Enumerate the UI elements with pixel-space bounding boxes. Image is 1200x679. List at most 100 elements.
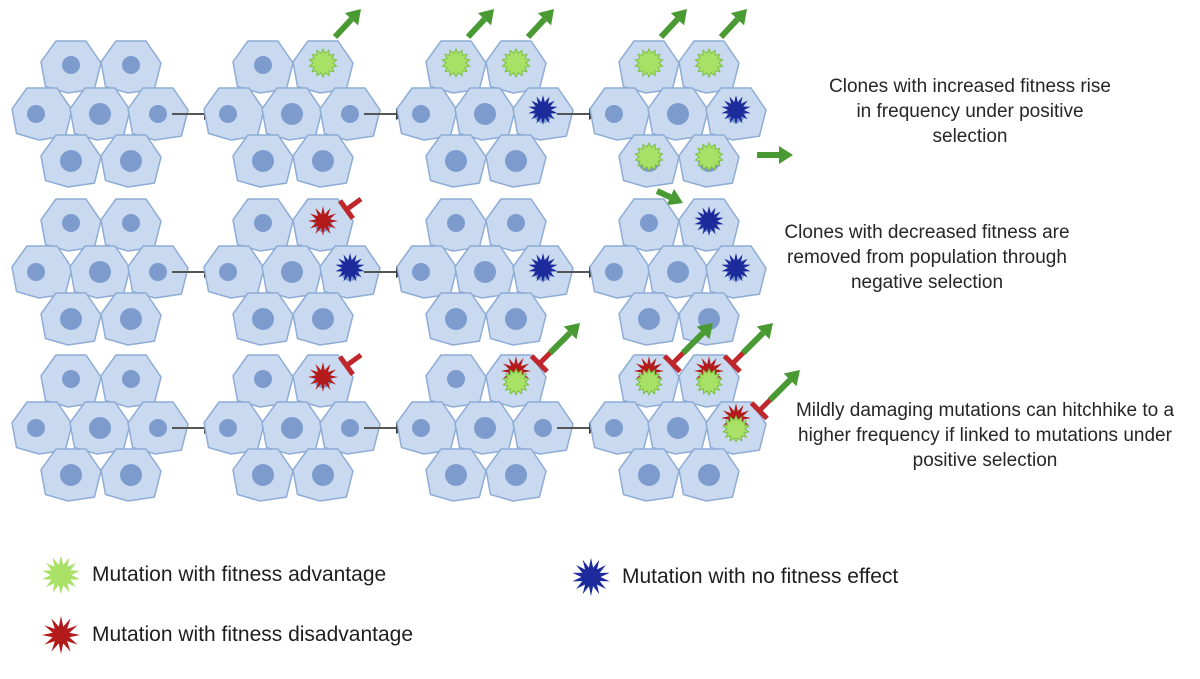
nucleus <box>638 464 660 486</box>
cell <box>261 245 323 299</box>
legend-item-disadvantage: Mutation with fitness disadvantage <box>38 612 413 658</box>
cell <box>127 245 189 299</box>
advantage-mutation-icon <box>694 141 724 173</box>
cell <box>454 87 516 141</box>
cell <box>425 198 487 252</box>
nucleus <box>605 419 623 437</box>
cell <box>454 245 516 299</box>
nucleus <box>281 103 303 125</box>
cell <box>485 292 547 346</box>
cell <box>485 134 547 188</box>
cell <box>425 134 487 188</box>
nucleus <box>312 464 334 486</box>
cell <box>69 401 131 455</box>
nucleus <box>605 105 623 123</box>
cell-cluster <box>396 198 574 346</box>
legend-item-neutral: Mutation with no fitness effect <box>568 554 898 600</box>
nucleus <box>60 308 82 330</box>
nucleus <box>698 464 720 486</box>
cell <box>589 401 651 455</box>
nucleus <box>254 370 272 388</box>
cell-cluster <box>203 9 381 188</box>
cell <box>40 134 102 188</box>
selection-arrow-icon <box>740 323 773 356</box>
nucleus <box>445 150 467 172</box>
nucleus <box>447 370 465 388</box>
nucleus <box>120 150 142 172</box>
cell <box>203 87 265 141</box>
advantage-mutation-icon <box>695 367 723 397</box>
nucleus <box>281 261 303 283</box>
cell-cluster <box>589 198 767 346</box>
cell <box>396 245 458 299</box>
selection-arrow-icon <box>655 188 683 206</box>
nucleus <box>412 419 430 437</box>
cell <box>100 292 162 346</box>
nucleus <box>505 150 527 172</box>
neutral-mutation-icon <box>721 253 751 283</box>
nucleus <box>120 464 142 486</box>
blocked-selection-icon <box>337 196 363 220</box>
nucleus <box>89 417 111 439</box>
cell <box>69 245 131 299</box>
nucleus <box>312 150 334 172</box>
advantage-mutation-icon <box>502 367 530 397</box>
nucleus <box>445 308 467 330</box>
nucleus <box>252 308 274 330</box>
cell <box>396 87 458 141</box>
legend-item-advantage: Mutation with fitness advantage <box>38 552 386 598</box>
advantage-mutation-icon <box>634 47 664 79</box>
nucleus <box>640 214 658 232</box>
cell <box>11 401 73 455</box>
selection-arrow-icon <box>547 323 580 356</box>
cell <box>232 134 294 188</box>
cell <box>11 87 73 141</box>
blue-star-icon <box>572 557 610 597</box>
cell <box>69 87 131 141</box>
nucleus <box>219 263 237 281</box>
cell <box>319 87 381 141</box>
cell <box>425 448 487 502</box>
cell <box>203 401 265 455</box>
blocked-selection-icon <box>749 396 774 421</box>
nucleus <box>122 56 140 74</box>
nucleus <box>474 417 496 439</box>
cell <box>100 448 162 502</box>
cell <box>100 198 162 252</box>
selection-arrow-icon <box>680 323 713 356</box>
advantage-mutation-icon <box>501 47 531 79</box>
cell <box>11 245 73 299</box>
nucleus <box>149 419 167 437</box>
nucleus <box>149 105 167 123</box>
cell <box>40 40 102 94</box>
cell <box>127 401 189 455</box>
cell <box>261 401 323 455</box>
cell <box>292 134 354 188</box>
nucleus <box>505 308 527 330</box>
cell-cluster <box>11 354 189 502</box>
selection-arrow-icon <box>332 9 361 40</box>
cell-cluster <box>589 9 793 206</box>
cell <box>396 401 458 455</box>
nucleus <box>341 419 359 437</box>
nucleus <box>412 105 430 123</box>
advantage-mutation-icon <box>441 47 471 79</box>
neutral-mutation-icon <box>694 206 724 236</box>
selection-arrow-icon <box>757 146 793 164</box>
nucleus <box>254 214 272 232</box>
cell <box>232 198 294 252</box>
row-negative-selection <box>11 196 767 346</box>
selection-arrow-icon <box>658 9 687 40</box>
cell <box>678 448 740 502</box>
selection-arrow-icon <box>718 9 747 40</box>
cell-cluster <box>11 40 189 188</box>
cell <box>232 40 294 94</box>
cell <box>618 448 680 502</box>
row-positive-selection <box>11 9 793 206</box>
nucleus <box>120 308 142 330</box>
selection-arrow-icon <box>465 9 494 40</box>
nucleus <box>27 105 45 123</box>
cell <box>618 292 680 346</box>
nucleus <box>89 103 111 125</box>
row-hitchhiking <box>11 323 800 502</box>
